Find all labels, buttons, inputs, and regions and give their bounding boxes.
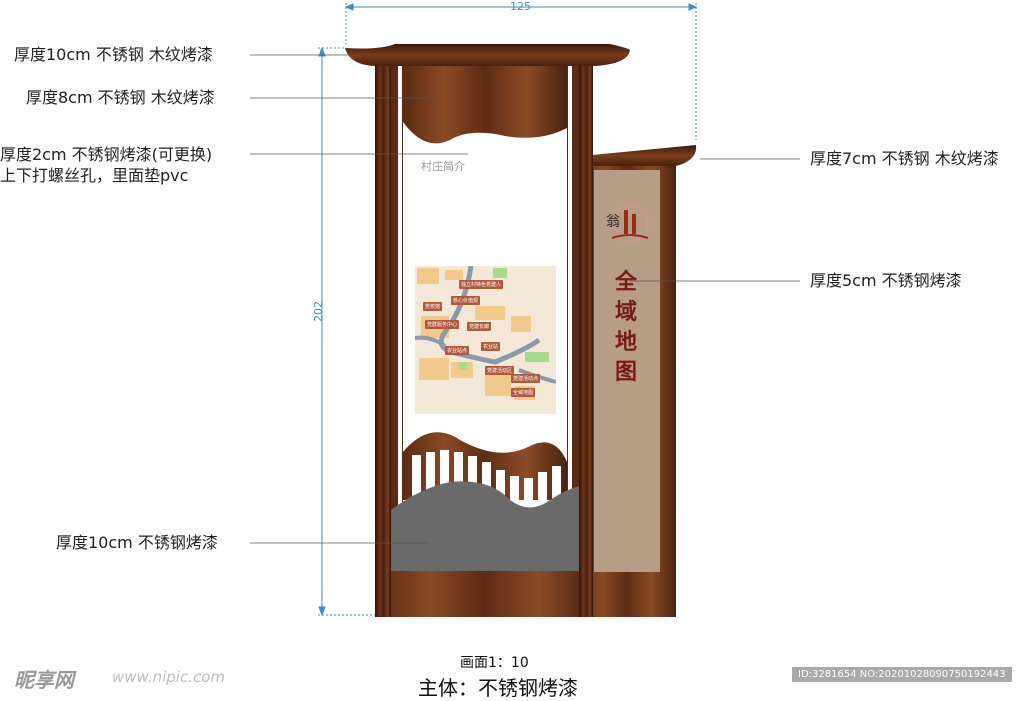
village-map: 独立村特色党建人 党校馆 核心价值观 党群服务中心 党建长廊 农业站点 农业站 …: [415, 266, 556, 414]
map-label: 全域地图: [511, 388, 536, 397]
side-sign-char: 地: [615, 329, 638, 355]
annotation-panel-line2: 上下打螺丝孔，里面垫pvc: [0, 166, 189, 185]
side-sign-char: 域: [615, 299, 638, 325]
svg-text:翁: 翁: [606, 214, 620, 230]
side-cap: [592, 145, 697, 166]
panel-title: 村庄简介: [421, 160, 465, 173]
side-panel: [594, 170, 660, 572]
material-caption: 主体：不锈钢烤漆: [418, 676, 578, 700]
scale-caption: 画面1：10: [460, 655, 529, 671]
side-sign-char: 图: [615, 359, 638, 385]
annotation-top-cap: 厚度10cm 不锈钢 木纹烤漆: [14, 45, 213, 64]
annotation-panel-line1: 厚度2cm 不锈钢烤漆(可更换): [0, 145, 213, 164]
annotation-inner-frame: 厚度8cm 不锈钢 木纹烤漆: [26, 88, 215, 107]
map-label: 党建活动点: [511, 374, 541, 383]
map-label: 农业站: [481, 342, 501, 351]
map-label: 农业站点: [445, 346, 470, 355]
side-sign-char: 全: [615, 269, 638, 295]
map-label: 党校馆: [423, 302, 443, 311]
annotation-base: 厚度10cm 不锈钢烤漆: [56, 533, 218, 552]
map-label: 党群服务中心: [425, 320, 460, 329]
annotation-side-cap: 厚度7cm 不锈钢 木纹烤漆: [810, 149, 999, 168]
watermark-id: ID:3281654 NO:20201028090750192443: [792, 667, 1012, 682]
map-label: 核心价值观: [451, 296, 481, 305]
height-dimension: 202: [312, 301, 325, 322]
right-post: [579, 60, 593, 617]
village-emblem: 翁: [606, 205, 649, 243]
annotation-side-panel: 厚度5cm 不锈钢烤漆: [810, 271, 962, 290]
width-dimension: 125: [510, 0, 531, 13]
left-post: [375, 60, 391, 617]
leader-lines: [250, 54, 800, 544]
watermark-url: www.nipic.com: [112, 668, 226, 686]
map-label: 独立村特色党建人: [459, 280, 504, 289]
header-wave: [403, 66, 567, 144]
map-label: 党建活动区: [485, 366, 515, 375]
mountain-base: [391, 481, 579, 571]
dimension-lines: [318, 3, 698, 617]
watermark-logo: 昵享网: [14, 668, 74, 692]
map-label: 党建长廊: [467, 322, 492, 331]
top-cap: [345, 44, 630, 66]
